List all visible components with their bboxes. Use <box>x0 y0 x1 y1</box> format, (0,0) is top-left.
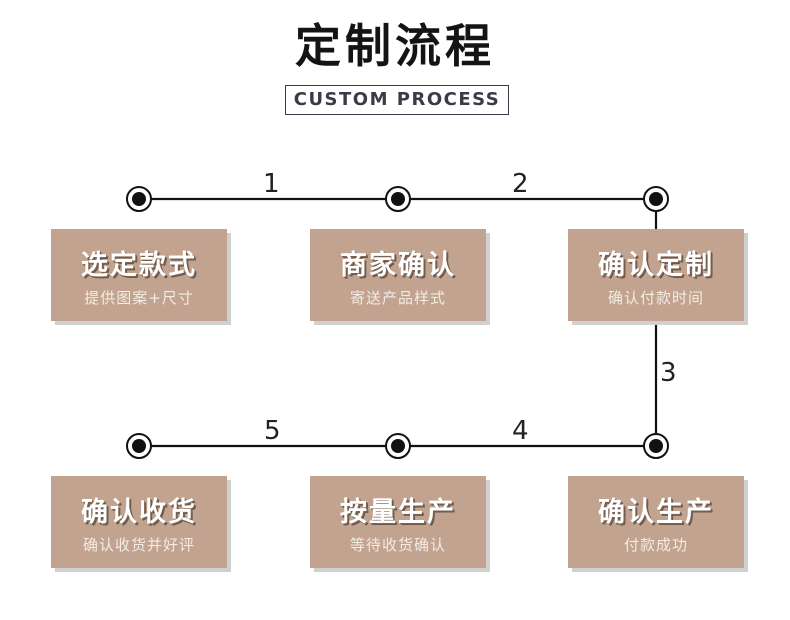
page-subtitle: CUSTOM PROCESS <box>285 85 509 115</box>
page-title: 定制流程 <box>295 19 495 73</box>
step-title: 商家确认 <box>340 250 456 281</box>
step-box-confirm-custom: 确认定制 确认付款时间 <box>568 229 744 321</box>
connector-label-4: 4 <box>512 416 529 446</box>
step-desc: 付款成功 <box>623 536 688 554</box>
step-desc: 提供图案+尺寸 <box>84 289 194 307</box>
node-marker-3 <box>643 186 669 212</box>
connector-label-5: 5 <box>264 416 281 446</box>
step-title: 确认定制 <box>598 250 714 281</box>
step-box-select-style: 选定款式 提供图案+尺寸 <box>51 229 227 321</box>
step-title: 按量生产 <box>340 497 456 528</box>
node-marker-4 <box>643 433 669 459</box>
node-marker-1 <box>126 186 152 212</box>
node-marker-2 <box>385 186 411 212</box>
connector-label-1: 1 <box>263 169 280 199</box>
node-marker-6 <box>126 433 152 459</box>
connector-label-2: 2 <box>512 169 529 199</box>
step-box-confirm-production: 确认生产 付款成功 <box>568 476 744 568</box>
step-box-merchant-confirm: 商家确认 寄送产品样式 <box>310 229 486 321</box>
connector-label-3: 3 <box>660 358 677 388</box>
step-desc: 确认付款时间 <box>607 289 704 307</box>
step-title: 选定款式 <box>81 250 197 281</box>
step-box-confirm-receipt: 确认收货 确认收货并好评 <box>51 476 227 568</box>
step-desc: 等待收货确认 <box>349 536 446 554</box>
step-title: 确认收货 <box>81 497 197 528</box>
step-title: 确认生产 <box>598 497 714 528</box>
node-marker-5 <box>385 433 411 459</box>
step-desc: 寄送产品样式 <box>349 289 446 307</box>
step-box-mass-production: 按量生产 等待收货确认 <box>310 476 486 568</box>
step-desc: 确认收货并好评 <box>82 536 195 554</box>
